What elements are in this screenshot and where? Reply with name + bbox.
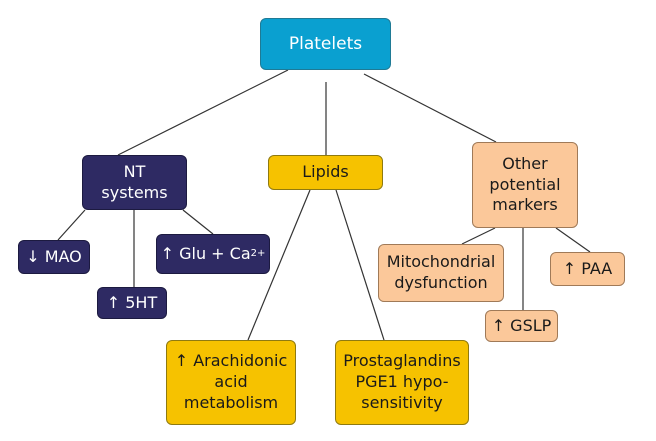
prostaglandins-node: Prostaglandins PGE1 hypo- sensitivity [335,340,469,425]
link-lipids-arachidonic [247,189,311,341]
link-nt-mao [57,209,86,241]
lipids-node: Lipids [268,155,383,190]
link-lipids-prostaglandins [335,189,385,341]
nt-systems-node: NT systems [82,155,187,210]
platelets-node: Platelets [260,18,391,70]
gslp-node: ↑ GSLP [485,310,558,342]
mitochondrial-node: Mitochondrial dysfunction [378,244,504,302]
5ht-node: ↑ 5HT [97,287,167,319]
link-other-paa [555,227,591,253]
link-root-nt [117,69,289,156]
other-markers-node: Other potential markers [472,142,578,228]
mao-node: ↓ MAO [18,240,90,274]
glu-ca-label: ↑ Glu + Ca [160,243,251,263]
link-other-mito [461,227,496,245]
link-root-other [363,73,497,143]
arachidonic-node: ↑ Arachidonic acid metabolism [166,340,296,425]
paa-node: ↑ PAA [550,252,625,286]
link-nt-glu [182,209,214,235]
